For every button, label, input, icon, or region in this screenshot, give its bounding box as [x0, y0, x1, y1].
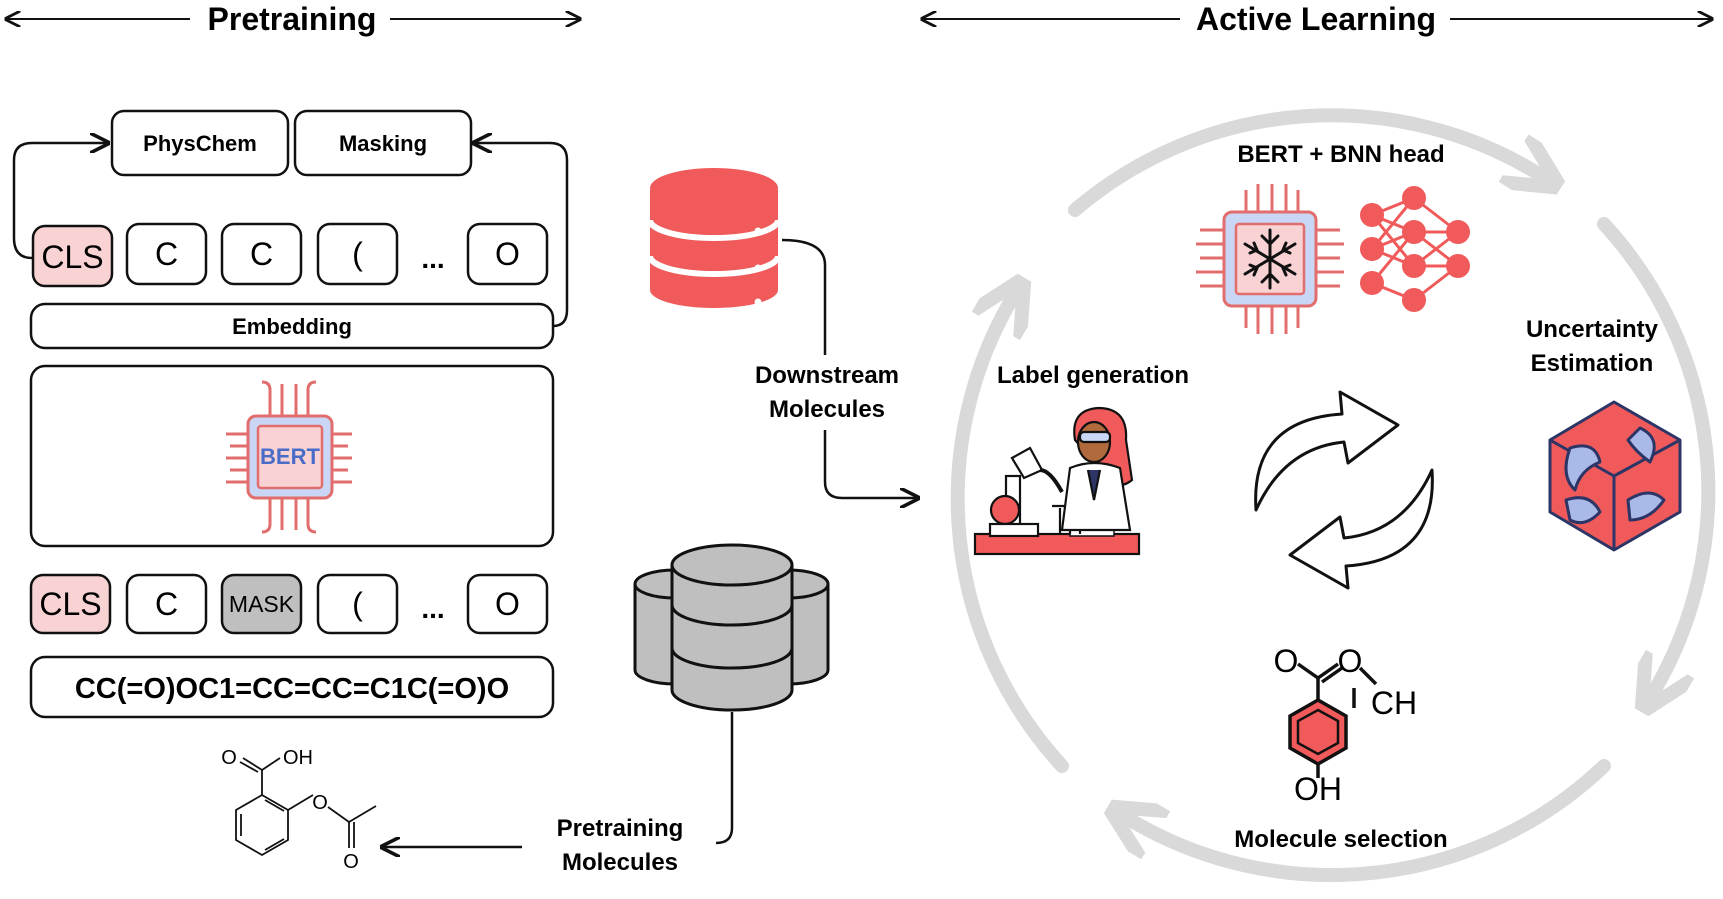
embedding-label: Embedding [232, 314, 352, 339]
token-paren: ( [316, 573, 399, 635]
pretraining-db-label-line2: Molecules [562, 849, 678, 876]
smiles-bar: CC(=O)OC1=CC=CC=C1C(=O)O [29, 655, 555, 719]
token-text: CLS [39, 586, 101, 622]
token-ellipsis: ... [421, 243, 444, 274]
cycle-ring [950, 108, 1716, 883]
token-text: ( [352, 236, 363, 272]
token-text: ( [352, 586, 363, 622]
aspirin-molecule-icon [235, 757, 377, 857]
selected-molecule-icon [1288, 662, 1378, 778]
token-c: C [125, 573, 208, 635]
uncertainty-label-line1: Uncertainty [1526, 316, 1659, 343]
aspirin-ester-o: O [312, 792, 328, 814]
token-c: C [220, 222, 303, 286]
token-text: C [155, 586, 178, 622]
molecule-ch: CH [1371, 685, 1417, 721]
molecule-selection-label: Molecule selection [1234, 826, 1447, 853]
molecule-o2: O [1338, 643, 1363, 679]
chip-icon [226, 380, 352, 534]
token-paren: ( [316, 222, 399, 286]
pretraining-header: Pretraining [6, 1, 580, 37]
snowflake-icon [1243, 228, 1297, 290]
token-cls: CLS [29, 573, 112, 635]
uncertainty-label-line2: Estimation [1531, 350, 1654, 377]
bert-bnn-title: BERT + BNN head [1237, 141, 1444, 168]
bert-model-box: BERT [29, 364, 555, 548]
pretraining-title: Pretraining [208, 1, 377, 37]
neural-network-icon [1360, 186, 1470, 312]
pretraining-db-label-line1: Pretraining [557, 815, 684, 842]
token-o: O [466, 573, 549, 635]
bert-label: BERT [260, 444, 320, 469]
aspirin-hydroxyl: OH [283, 747, 313, 769]
token-mask: MASK [220, 573, 303, 635]
active-learning-title: Active Learning [1196, 1, 1436, 37]
aspirin-ketone-o: O [343, 851, 359, 873]
token-text: O [495, 586, 520, 622]
embedding-bar: Embedding [29, 302, 555, 350]
objective-physchem: PhysChem [110, 109, 290, 177]
scientist-icon [973, 406, 1141, 556]
aspirin-carbonyl-o: O [221, 747, 237, 769]
masked-token-row: CLS C MASK ( ... O [29, 573, 549, 635]
token-text: C [155, 236, 178, 272]
token-text: MASK [229, 591, 295, 617]
embedding-to-masking-arrow [474, 143, 569, 328]
pretraining-db-connector [715, 712, 734, 845]
objective-physchem-label: PhysChem [143, 131, 257, 156]
downstream-to-label-generation-arrow [823, 430, 918, 498]
token-o: O [466, 222, 549, 286]
uncertainty-cube-icon [1548, 400, 1682, 552]
downstream-label-line2: Molecules [769, 396, 885, 423]
refresh-cycle-icon [1254, 390, 1434, 590]
pretraining-database-icon [633, 543, 830, 712]
objective-masking-label: Masking [339, 131, 427, 156]
token-c: C [125, 222, 208, 286]
top-token-row: CLS C C ( ... O [31, 222, 549, 288]
downstream-database-icon [647, 168, 781, 308]
cls-to-physchem-arrow [12, 143, 108, 260]
objective-masking: Masking [293, 109, 473, 177]
smiles-string: CC(=O)OC1=CC=CC=C1C(=O)O [75, 673, 509, 705]
token-text: O [495, 236, 520, 272]
token-text: C [250, 236, 273, 272]
active-learning-header: Active Learning [922, 1, 1712, 37]
token-text: CLS [41, 239, 103, 275]
label-generation-label: Label generation [997, 362, 1189, 389]
token-ellipsis: ... [421, 593, 444, 624]
molecule-o1: O [1274, 643, 1299, 679]
molecule-oh: OH [1294, 771, 1342, 807]
downstream-label-line1: Downstream [755, 362, 899, 389]
downstream-connector [781, 238, 827, 355]
token-cls: CLS [31, 224, 114, 288]
